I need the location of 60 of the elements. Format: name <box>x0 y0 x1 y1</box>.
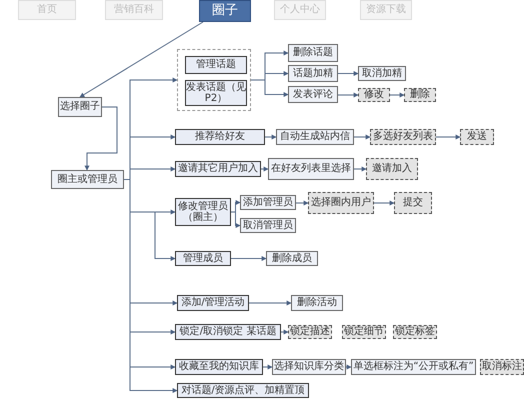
process-box: 话题加精 <box>288 65 338 82</box>
process-box: 选择圈子 <box>58 97 102 117</box>
process-box: 推荐给好友 <box>175 129 265 145</box>
optional-step-box: 邀请加入 <box>366 158 418 180</box>
arrow <box>346 364 352 370</box>
arrow <box>338 92 359 98</box>
group-box <box>177 49 251 111</box>
arrow <box>264 134 277 140</box>
arrow <box>84 106 118 171</box>
arrow <box>248 300 292 306</box>
optional-step-box: 锁定细节 <box>342 325 386 339</box>
arrow <box>230 256 267 261</box>
arrow <box>250 80 289 97</box>
process-box: 发表话题（见P2） <box>185 80 247 106</box>
arrow <box>296 200 309 206</box>
process-box: 邀请其它用户加入 <box>175 161 261 177</box>
process-box: 管理话题 <box>185 56 247 74</box>
arrow <box>354 134 371 140</box>
process-box: 删除成员 <box>266 251 318 266</box>
process-box: 锁定/取消锁定 某话题 <box>175 324 281 340</box>
process-box: 在好友列表里选择 <box>268 158 354 180</box>
arrow <box>79 22 204 98</box>
process-box: 取消加精 <box>358 66 406 81</box>
optional-step-box: 修改 <box>358 88 390 102</box>
optional-step-box: 删除 <box>404 88 436 102</box>
nav-tab: 圈子 <box>199 0 251 22</box>
process-box: 管理成员 <box>175 251 231 266</box>
process-box: 修改管理员（圈主） <box>175 198 231 226</box>
arrow <box>390 92 405 98</box>
optional-step-box: 多选好友列表 <box>370 129 436 145</box>
process-box: 自动生成站内信 <box>276 129 354 145</box>
arrow <box>354 166 367 172</box>
process-box: 发表评论 <box>288 86 338 103</box>
optional-step-box: 选择圈内用户 <box>308 192 374 214</box>
process-box: 取消管理员 <box>240 218 296 233</box>
nav-tab: 个人中心 <box>274 0 326 20</box>
process-box: 单选框标注为“公开或私有” <box>351 359 476 375</box>
process-box: 收藏至我的知识库 <box>175 359 263 375</box>
process-box: 添加管理员 <box>240 195 296 210</box>
process-box: 圈主或管理员 <box>51 170 124 189</box>
process-box: 选择知识库分类 <box>272 359 346 375</box>
nav-tab: 首页 <box>18 0 76 20</box>
arrow <box>280 330 289 334</box>
arrow <box>436 134 461 140</box>
nav-tab: 营销百科 <box>105 0 163 20</box>
optional-step-box: 取消标注 <box>480 359 524 375</box>
optional-step-box: 发送 <box>460 129 494 145</box>
optional-step-box: 锁定标签 <box>393 325 437 339</box>
process-box: 对话题/资源点评、加精置顶 <box>177 383 309 398</box>
arrow <box>230 212 241 228</box>
arrow <box>260 166 269 172</box>
optional-step-box: 提交 <box>394 192 432 214</box>
optional-step-box: 锁定描述 <box>288 325 332 339</box>
process-box: 添加/管理活动 <box>177 295 249 311</box>
nav-tab: 资源下载 <box>360 0 412 20</box>
process-box: 删除话题 <box>288 44 338 62</box>
arrow <box>262 364 273 370</box>
arrow <box>338 71 359 76</box>
arrow <box>374 200 395 206</box>
process-box: 删除活动 <box>291 295 343 311</box>
